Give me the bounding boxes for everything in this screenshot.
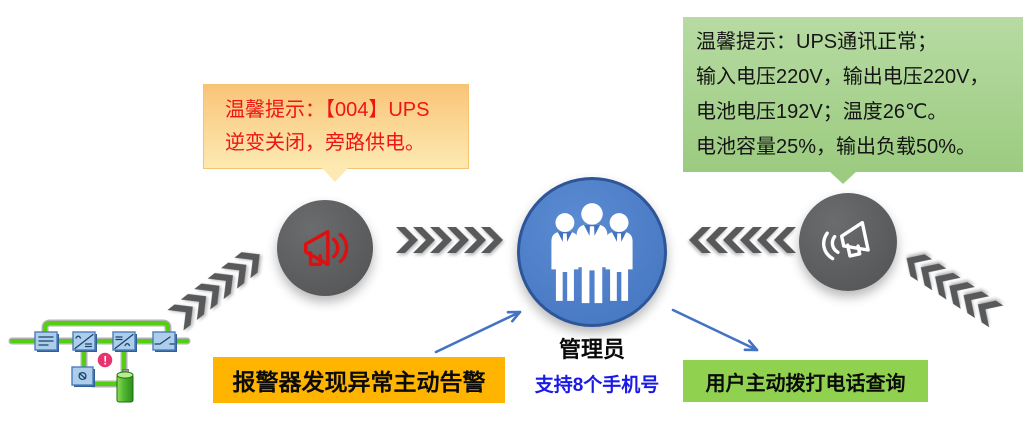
person-silhouette — [551, 213, 579, 301]
status-callout-line: 电池容量25%，输出负载50%。 — [696, 136, 977, 158]
chevron-flow-up-right — [167, 252, 260, 331]
status-callout-line: 输入电压220V，输出电压220V， — [696, 66, 990, 88]
rectifier-icon — [72, 331, 97, 352]
alarm-callout-line: 温馨提示：【004】UPS — [225, 99, 430, 121]
admin-subtitle: 支持8个手机号 — [534, 375, 660, 396]
status-callout: 温馨提示：UPS通讯正常； 输入电压220V，输出电压220V， 电池电压192… — [683, 17, 1023, 172]
alarm-callout: 温馨提示：【004】UPS 逆变关闭，旁路供电。 — [203, 84, 469, 169]
query-circle — [799, 193, 897, 291]
filter-icon — [34, 331, 59, 352]
admin-title: 管理员 — [558, 337, 625, 362]
arrow-alarm-to-admin — [434, 310, 522, 354]
chevron-flow-left — [689, 227, 796, 253]
alarm-callout-tail — [322, 168, 348, 182]
admin-circle — [517, 177, 667, 327]
query-megaphone-icon — [821, 220, 870, 261]
alarm-callout-line: 逆变关闭，旁路供电。 — [225, 132, 425, 154]
status-callout-tail — [829, 171, 857, 184]
person-silhouette — [576, 203, 608, 304]
arrow-admin-to-query — [671, 308, 759, 352]
query-flow-label: 用户主动拨打电话查询 — [683, 360, 928, 402]
inverter-icon — [112, 331, 137, 352]
fan-icon — [71, 366, 95, 387]
chevron-flow-up-left — [906, 254, 1004, 328]
alert-icon: ! — [96, 351, 114, 369]
switch-icon — [152, 331, 177, 352]
admin-people-icon — [551, 203, 633, 304]
alert-mark: ! — [103, 353, 107, 367]
chevron-flow-right — [396, 227, 503, 253]
person-silhouette — [605, 213, 633, 301]
battery-icon — [116, 369, 134, 403]
status-callout-line: 电池电压192V；温度26℃。 — [696, 101, 948, 123]
status-callout-line: 温馨提示：UPS通讯正常； — [696, 31, 938, 53]
alarm-megaphone-icon — [303, 229, 349, 267]
alarm-circle — [277, 200, 373, 296]
alarm-flow-label: 报警器发现异常主动告警 — [213, 357, 505, 403]
ups-schematic: ! — [8, 319, 191, 403]
